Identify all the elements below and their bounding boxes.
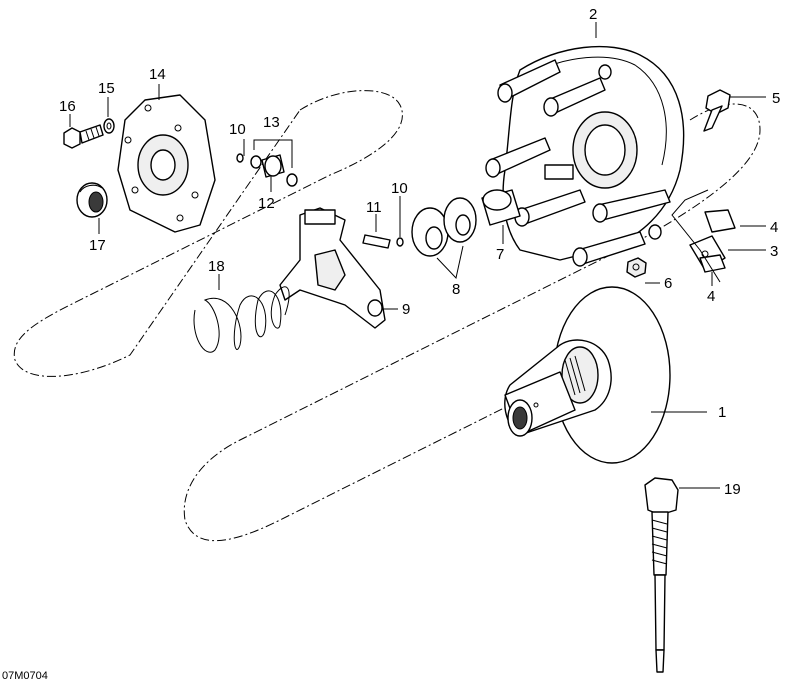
part-13-bushing-set <box>250 154 298 187</box>
part-9-roller-arm <box>279 207 386 329</box>
bracket-3-4 <box>671 189 721 283</box>
part-14-cover <box>117 94 216 233</box>
callout-10b: 10 <box>391 180 408 197</box>
callout-6: 6 <box>664 275 672 292</box>
part-6-nut <box>626 257 647 278</box>
part-17-bushing <box>76 182 108 218</box>
callout-12: 12 <box>258 195 275 212</box>
callout-8: 8 <box>452 281 460 298</box>
callout-2: 2 <box>589 6 597 23</box>
callout-3: 3 <box>770 243 778 260</box>
part-18-spring <box>193 286 290 353</box>
part-19-bolt <box>644 477 679 673</box>
part-11-pin <box>362 234 391 249</box>
callout-5: 5 <box>772 90 780 107</box>
part-1-sheave <box>504 286 671 464</box>
callout-16: 16 <box>59 98 76 115</box>
leader-13 <box>253 139 293 168</box>
callout-11: 11 <box>366 199 382 216</box>
callout-19: 19 <box>724 481 741 498</box>
part-2-housing <box>485 45 685 267</box>
part-10-pin-upper <box>236 153 244 163</box>
callout-17: 17 <box>89 237 106 254</box>
part-7-sleeve <box>481 189 521 226</box>
callout-4a: 4 <box>770 219 778 236</box>
drawing-id: 07M0704 <box>2 670 48 682</box>
part-10-pin-lower <box>396 237 404 247</box>
callout-10a: 10 <box>229 121 246 138</box>
part-8-washers <box>411 197 477 257</box>
callout-9: 9 <box>402 301 410 318</box>
assembly-outline-upper <box>13 90 403 377</box>
callout-4b: 4 <box>707 288 715 305</box>
callout-7: 7 <box>496 246 504 263</box>
leader-8 <box>436 245 464 280</box>
callout-1: 1 <box>718 404 726 421</box>
part-15-washer <box>103 118 115 134</box>
callout-15: 15 <box>98 80 115 97</box>
callout-13: 13 <box>263 114 280 131</box>
callout-14: 14 <box>149 66 166 83</box>
callout-18: 18 <box>208 258 225 275</box>
part-16-screw <box>63 124 104 149</box>
part-5-cap-screw <box>703 89 731 132</box>
